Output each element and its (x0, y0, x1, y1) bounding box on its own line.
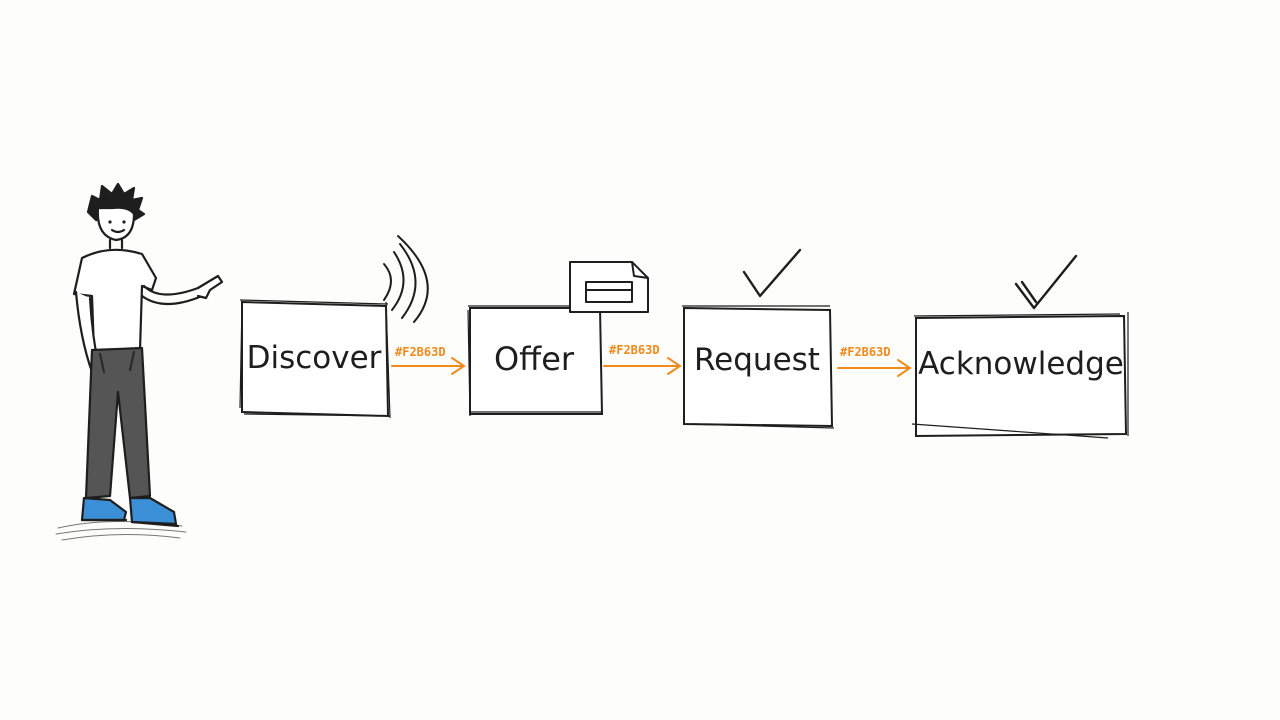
checkmark-icon (742, 248, 802, 298)
step-label-acknowledge: Acknowledge (918, 346, 1124, 382)
presenter-person-icon (55, 182, 224, 541)
arrow-label: #F2B63D (840, 345, 891, 359)
step-box-request: Request (682, 305, 835, 429)
wifi-signal-icon (383, 235, 429, 323)
step-box-discover: Discover (239, 299, 391, 419)
arrow-label: #F2B63D (609, 343, 660, 357)
step-box-acknowledge: Acknowledge (911, 312, 1129, 439)
step-label-offer: Offer (494, 340, 575, 378)
arrow-label: #F2B63D (395, 345, 446, 359)
step-box-offer: Offer (467, 305, 604, 417)
arrow-offer-to-request: #F2B63D (603, 343, 682, 375)
step-label-request: Request (694, 342, 820, 378)
checkmark-icon (1014, 254, 1078, 310)
step-label-discover: Discover (247, 340, 382, 376)
arrow-discover-to-offer: #F2B63D (391, 345, 466, 375)
arrow-request-to-acknowledge: #F2B63D (837, 345, 912, 377)
document-icon (569, 261, 649, 313)
